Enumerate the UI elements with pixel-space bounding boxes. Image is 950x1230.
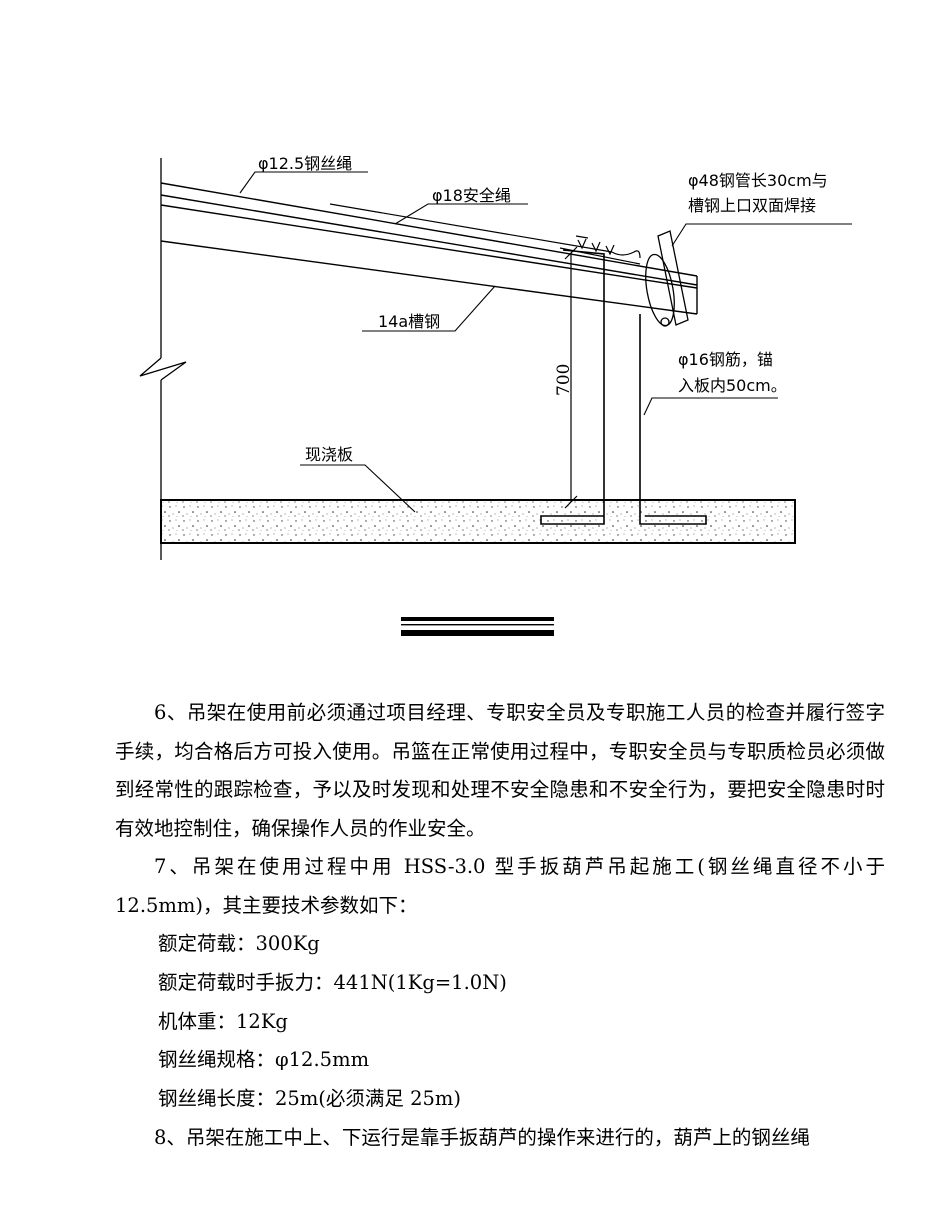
label-dimension: 700 bbox=[554, 364, 574, 396]
dimension-line bbox=[564, 246, 578, 509]
paragraph-7: 7、吊架在使用过程中用 HSS-3.0 型手扳葫芦吊起施工(钢丝绳直径不小于 1… bbox=[115, 855, 885, 917]
channel-steel-beam bbox=[160, 182, 698, 315]
separator bbox=[401, 617, 554, 636]
spec-rated-load: 额定荷载：300Kg bbox=[158, 932, 320, 955]
paragraph-8: 8、吊架在施工中上、下运行是靠手扳葫芦的操作来进行的，葫芦上的钢丝绳 bbox=[154, 1126, 810, 1149]
label-channel-steel: 14a槽钢 bbox=[378, 312, 440, 331]
construction-detail-drawing: φ12.5钢丝绳 φ18安全绳 φ48钢管长30cm与 槽钢上口双面焊接 14a… bbox=[139, 154, 852, 636]
spec-body-weight: 机体重：12Kg bbox=[158, 1010, 288, 1033]
rebar-anchors bbox=[540, 249, 707, 525]
rope-clamps bbox=[575, 235, 615, 256]
steel-pipe bbox=[645, 230, 689, 327]
label-rebar-2: 入板内50cm。 bbox=[678, 376, 787, 395]
paragraph-6: 6、吊架在使用前必须通过项目经理、专职安全员及专职施工人员的检查并履行签字手续，… bbox=[115, 701, 885, 840]
cast-slab bbox=[160, 499, 796, 544]
label-rebar-1: φ16钢筋，锚 bbox=[678, 350, 773, 369]
label-wire-rope: φ12.5钢丝绳 bbox=[258, 154, 352, 173]
label-steel-pipe-1: φ48钢管长30cm与 bbox=[688, 171, 828, 190]
label-safety-rope: φ18安全绳 bbox=[432, 186, 511, 205]
spec-rope-size: 钢丝绳规格：φ12.5mm bbox=[158, 1048, 370, 1071]
spec-rope-length: 钢丝绳长度：25m(必须满足 25m) bbox=[158, 1087, 462, 1110]
leader-lines bbox=[239, 171, 852, 513]
label-steel-pipe-2: 槽钢上口双面焊接 bbox=[688, 196, 816, 215]
spec-hand-force: 额定荷载时手扳力：441N(1Kg=1.0N) bbox=[158, 971, 507, 994]
label-slab: 现浇板 bbox=[305, 445, 353, 464]
